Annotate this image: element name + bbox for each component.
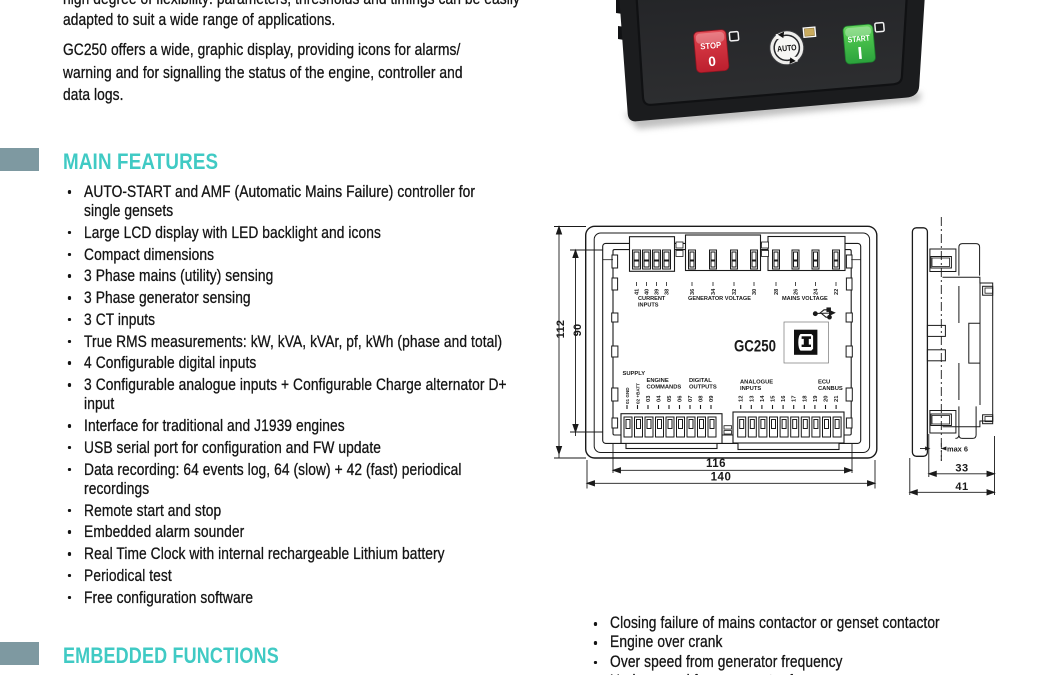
svg-text:max 6: max 6 [947, 444, 968, 453]
svg-text:14: 14 [760, 395, 766, 402]
svg-text:41: 41 [635, 289, 641, 295]
svg-text:40: 40 [645, 289, 651, 295]
svg-text:01 GND: 01 GND [625, 387, 630, 404]
svg-text:32: 32 [732, 289, 738, 295]
svg-text:04: 04 [657, 395, 663, 402]
svg-text:112: 112 [555, 320, 567, 339]
svg-text:116: 116 [706, 458, 726, 470]
svg-text:12: 12 [739, 396, 745, 402]
svg-text:02 +BATT: 02 +BATT [636, 383, 641, 404]
svg-text:30: 30 [752, 289, 758, 295]
svg-text:09: 09 [709, 395, 715, 402]
svg-text:STOP: STOP [700, 40, 722, 52]
svg-text:36: 36 [690, 289, 696, 295]
svg-text:CANBUS: CANBUS [818, 386, 843, 392]
svg-text:140: 140 [711, 472, 732, 484]
svg-text:06: 06 [678, 395, 684, 402]
svg-text:07: 07 [688, 396, 694, 402]
svg-text:19: 19 [813, 395, 819, 402]
svg-text:OUTPUTS: OUTPUTS [689, 385, 717, 391]
svg-text:CURRENT: CURRENT [638, 296, 666, 302]
svg-text:24: 24 [814, 288, 820, 295]
svg-text:20: 20 [824, 396, 830, 402]
svg-text:34: 34 [711, 288, 717, 295]
svg-text:GENERATOR VOLTAGE: GENERATOR VOLTAGE [688, 296, 751, 302]
svg-text:05: 05 [667, 395, 673, 402]
svg-text:ECU: ECU [818, 380, 830, 386]
svg-text:16: 16 [781, 395, 787, 402]
svg-text:13: 13 [749, 395, 755, 402]
svg-text:39: 39 [655, 289, 661, 295]
svg-text:90: 90 [572, 324, 584, 337]
svg-text:ANALOGUE: ANALOGUE [740, 380, 773, 386]
svg-text:08: 08 [699, 395, 705, 402]
svg-text:ENGINE: ENGINE [647, 378, 669, 384]
svg-text:22: 22 [834, 289, 840, 295]
svg-text:03: 03 [646, 395, 652, 402]
svg-text:33: 33 [955, 463, 968, 475]
svg-text:15: 15 [771, 395, 777, 402]
svg-text:INPUTS: INPUTS [638, 303, 659, 309]
svg-text:DIGITAL: DIGITAL [689, 378, 712, 384]
svg-text:INPUTS: INPUTS [740, 386, 761, 392]
svg-text:17: 17 [792, 396, 798, 402]
svg-text:21: 21 [834, 395, 840, 402]
svg-text:38: 38 [665, 289, 671, 295]
svg-text:26: 26 [794, 289, 800, 295]
svg-text:0: 0 [708, 54, 717, 70]
svg-text:41: 41 [955, 481, 968, 493]
svg-text:18: 18 [802, 395, 808, 402]
svg-text:MAINS VOLTAGE: MAINS VOLTAGE [782, 296, 828, 302]
svg-text:START: START [847, 34, 870, 45]
svg-text:COMMANDS: COMMANDS [647, 385, 682, 391]
svg-text:GC250: GC250 [734, 338, 776, 356]
svg-text:AUTO: AUTO [777, 43, 798, 54]
svg-text:28: 28 [774, 289, 780, 295]
svg-text:SUPPLY: SUPPLY [623, 371, 646, 377]
